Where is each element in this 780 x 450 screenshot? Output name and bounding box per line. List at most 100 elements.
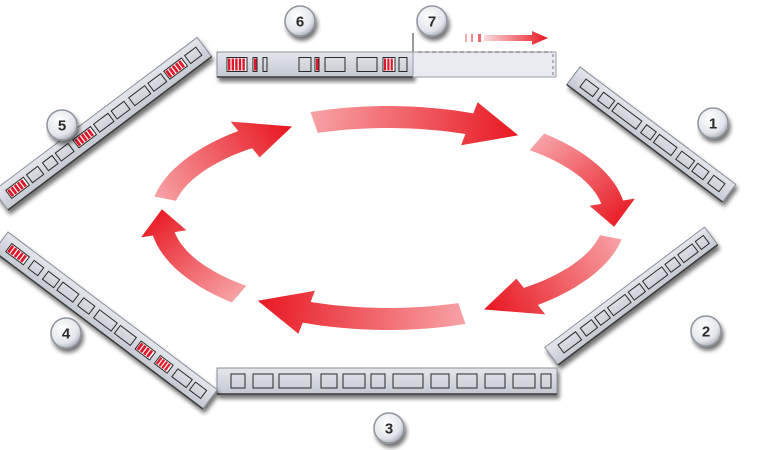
panel-5	[0, 36, 213, 211]
red-bar	[7, 245, 15, 254]
cycle-arrow	[141, 209, 247, 303]
panel-slot	[230, 373, 246, 389]
panel-slot	[41, 270, 61, 289]
panel-edge	[0, 250, 204, 410]
badge-7: 7	[416, 5, 448, 37]
cycle-arrow	[483, 235, 622, 315]
panel-slot	[664, 256, 682, 274]
stream-tick	[471, 34, 473, 42]
red-bar	[87, 128, 95, 137]
panel-slot	[484, 373, 506, 389]
red-bar	[10, 186, 18, 195]
red-bar	[384, 58, 387, 71]
red-bar	[19, 179, 27, 188]
red-bar	[254, 58, 256, 71]
red-bar	[178, 60, 186, 69]
panel-slot	[278, 373, 312, 389]
red-bar	[146, 349, 154, 358]
panel-slot	[27, 259, 45, 277]
panel-slot	[320, 373, 338, 389]
panel-slot	[188, 381, 208, 400]
badge-7-label: 7	[428, 14, 436, 31]
cycle-arrow	[257, 290, 466, 334]
red-bar	[242, 58, 245, 71]
panel-slot	[579, 78, 600, 98]
panel-slot	[627, 282, 647, 301]
red-bar	[174, 62, 182, 71]
red-bar	[238, 58, 242, 71]
red-bar	[142, 347, 150, 356]
badge-4-label: 4	[62, 326, 71, 343]
stage-badges: 1 2 3 4 5 6 7	[46, 5, 729, 444]
cycle-arrow	[154, 121, 293, 201]
output-extension-panel	[412, 51, 557, 78]
panel-slot	[25, 165, 45, 184]
cycle-arrows	[141, 102, 635, 334]
panel-slot	[694, 234, 711, 251]
panel-slot	[92, 112, 115, 133]
panel-slot	[56, 281, 80, 303]
badge-4: 4	[50, 317, 82, 349]
panel-slot	[92, 309, 118, 332]
panel-edge	[7, 55, 213, 211]
red-bar	[390, 58, 393, 71]
panel-slot	[675, 150, 696, 170]
red-bar	[83, 131, 91, 140]
panel-slot	[113, 324, 138, 347]
panel-slot	[370, 373, 386, 389]
red-bar	[164, 363, 171, 372]
panel-slot	[342, 373, 366, 389]
panel-slot	[691, 162, 710, 181]
red-bar	[139, 344, 147, 353]
panel-slot	[557, 331, 583, 354]
panel-slot	[54, 142, 75, 162]
red-bar	[231, 58, 234, 71]
panel-slot	[540, 373, 552, 389]
badge-3-label: 3	[385, 421, 393, 438]
badge-3: 3	[373, 412, 405, 444]
panel-2	[544, 226, 719, 366]
panel-slot	[183, 46, 203, 65]
red-bar	[13, 249, 21, 258]
output-arrow	[484, 31, 548, 45]
output-stream	[412, 31, 557, 78]
panel-slot	[639, 124, 657, 141]
panel-slot	[76, 297, 96, 315]
red-bar	[155, 356, 163, 365]
red-bar	[235, 58, 238, 71]
panel-slot	[41, 154, 59, 172]
red-bar	[316, 58, 318, 71]
red-bar	[16, 181, 24, 190]
red-bar	[77, 135, 85, 145]
badge-5: 5	[46, 109, 78, 141]
red-bar	[7, 188, 15, 197]
panel-slot	[147, 72, 168, 92]
panel-slot	[298, 57, 312, 72]
red-bar	[136, 342, 144, 351]
stream-tick	[478, 34, 481, 42]
panel-slot	[593, 309, 611, 327]
panel-slot	[262, 57, 268, 72]
panel-slot	[677, 243, 699, 264]
cycle-arrow	[310, 102, 519, 146]
badge-2: 2	[690, 315, 722, 347]
panel-slot	[392, 373, 424, 389]
red-bar	[387, 58, 390, 71]
red-bar	[10, 247, 18, 256]
panel-slot	[596, 91, 616, 110]
red-bar	[165, 69, 173, 78]
panel-6	[216, 51, 414, 78]
badge-1-label: 1	[709, 116, 717, 133]
panel-slot	[579, 319, 599, 337]
red-bar	[13, 184, 21, 193]
panel-slot	[652, 133, 678, 157]
red-bar	[16, 252, 24, 261]
panel-slot	[641, 266, 669, 290]
panel-3	[216, 367, 558, 395]
panel-1	[566, 66, 737, 203]
red-bar	[317, 58, 319, 71]
panel-slot	[611, 102, 643, 130]
panel-slot	[456, 373, 478, 389]
stream-tick	[465, 34, 467, 42]
